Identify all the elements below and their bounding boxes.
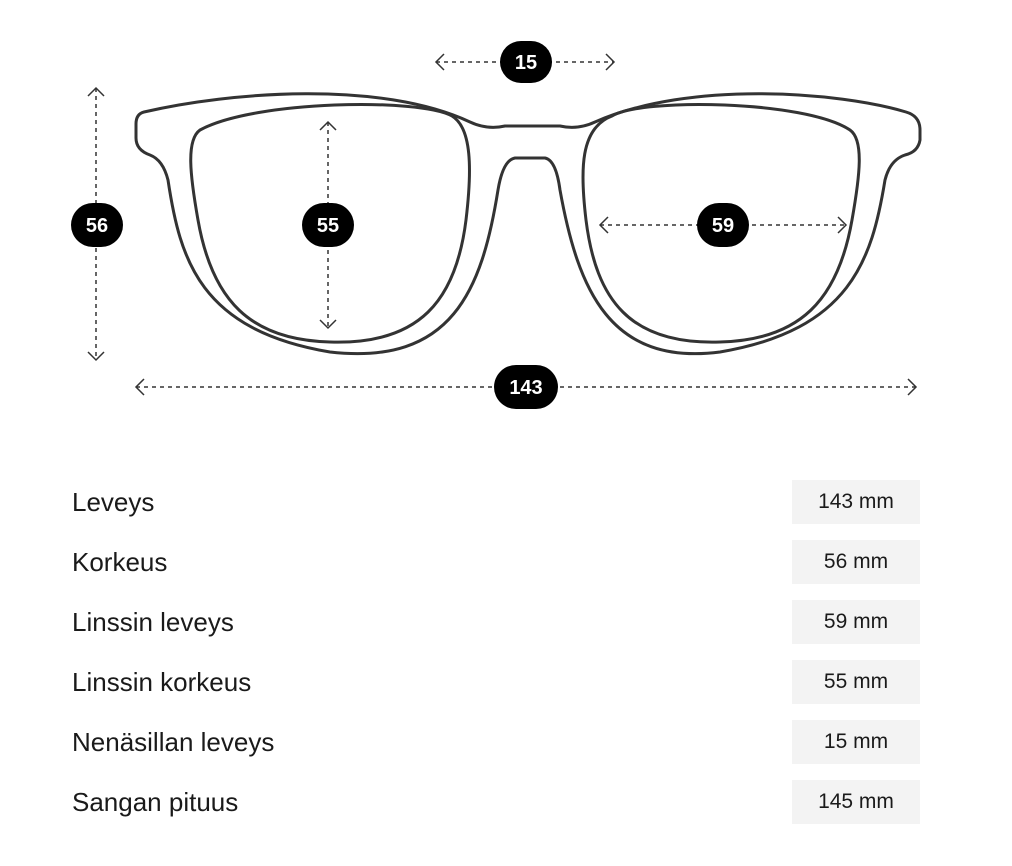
lens-width-badge: 59 bbox=[697, 203, 749, 247]
spec-row-height: Korkeus 56 mm bbox=[72, 540, 920, 584]
spec-value: 59 mm bbox=[792, 600, 920, 644]
bridge-badge-value: 15 bbox=[515, 52, 537, 74]
spec-row-bridge-width: Nenäsillan leveys 15 mm bbox=[72, 720, 920, 764]
spec-label: Korkeus bbox=[72, 547, 168, 577]
spec-value: 145 mm bbox=[792, 780, 920, 824]
spec-label: Linssin korkeus bbox=[72, 667, 252, 697]
bridge-badge: 15 bbox=[500, 41, 552, 83]
total-width-arrow-right-icon bbox=[907, 378, 918, 396]
height-badge: 56 bbox=[71, 203, 123, 247]
bridge-arrow-right-icon bbox=[605, 53, 616, 71]
total-width-badge: 143 bbox=[494, 365, 558, 409]
bridge-arrow-left-icon bbox=[434, 53, 445, 71]
lens-width-arrow-right-icon bbox=[837, 216, 848, 234]
glasses-dimension-diagram: 15 56 55 59 143 bbox=[71, 41, 922, 409]
glasses-frame-outline bbox=[134, 92, 922, 356]
spec-value: 143 mm bbox=[792, 480, 920, 524]
lens-width-arrow-left-icon bbox=[598, 216, 609, 234]
height-arrow-bottom-icon bbox=[87, 351, 105, 362]
lens-height-arrow-top-icon bbox=[319, 120, 337, 131]
spec-value: 15 mm bbox=[792, 720, 920, 764]
spec-label: Nenäsillan leveys bbox=[72, 727, 275, 757]
lens-height-badge-value: 55 bbox=[317, 215, 339, 237]
specs-table: Leveys 143 mm Korkeus 56 mm Linssin leve… bbox=[72, 480, 920, 840]
dimension-lines bbox=[87, 53, 918, 396]
left-lens-outline bbox=[189, 102, 471, 344]
spec-row-temple-length: Sangan pituus 145 mm bbox=[72, 780, 920, 824]
spec-value: 55 mm bbox=[792, 660, 920, 704]
spec-row-lens-width: Linssin leveys 59 mm bbox=[72, 600, 920, 644]
spec-row-lens-height: Linssin korkeus 55 mm bbox=[72, 660, 920, 704]
total-width-badge-value: 143 bbox=[509, 377, 542, 399]
spec-label: Sangan pituus bbox=[72, 787, 239, 817]
total-width-arrow-left-icon bbox=[134, 378, 145, 396]
spec-label: Linssin leveys bbox=[72, 607, 234, 637]
height-arrow-top-icon bbox=[87, 86, 105, 97]
spec-row-width: Leveys 143 mm bbox=[72, 480, 920, 524]
lens-width-badge-value: 59 bbox=[712, 215, 734, 237]
lens-height-badge: 55 bbox=[302, 203, 354, 247]
lens-height-arrow-bottom-icon bbox=[319, 319, 337, 330]
spec-label: Leveys bbox=[72, 487, 155, 517]
height-badge-value: 56 bbox=[86, 215, 108, 237]
right-lens-outline bbox=[581, 103, 861, 344]
spec-value: 56 mm bbox=[792, 540, 920, 584]
